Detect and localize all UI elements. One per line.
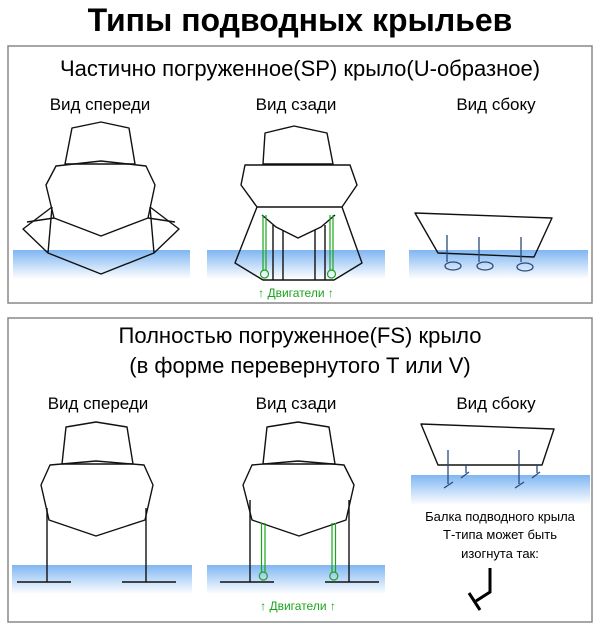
boat-side-view bbox=[420, 423, 555, 489]
panel-title-line-2: (в форме перевернутого T или V) bbox=[129, 353, 470, 378]
engines-label: ↑ Двигатели ↑ bbox=[258, 286, 334, 300]
panel-fs-foil: Полностью погруженное(FS) крыло (в форме… bbox=[7, 317, 593, 623]
label-rear-view: Вид сзади bbox=[256, 394, 337, 413]
label-front-view: Вид спереди bbox=[50, 95, 151, 114]
boat-front-view bbox=[17, 421, 176, 583]
water bbox=[207, 565, 385, 594]
main-title: Типы подводных крыльев bbox=[88, 2, 513, 38]
boat-side-view bbox=[414, 212, 553, 272]
label-front-view: Вид спереди bbox=[48, 394, 149, 413]
panel-title: Частично погруженное(SP) крыло(U-образно… bbox=[60, 56, 540, 81]
panel-sp-foil: Частично погруженное(SP) крыло(U-образно… bbox=[7, 45, 593, 304]
water bbox=[13, 250, 190, 279]
water bbox=[409, 250, 588, 279]
note-line-2: Т-типа может быть bbox=[443, 527, 557, 542]
engine-shafts bbox=[259, 215, 337, 279]
label-side-view: Вид сбоку bbox=[456, 95, 536, 114]
panel-border bbox=[7, 45, 593, 304]
panel-title-line-1: Полностью погруженное(FS) крыло bbox=[119, 323, 482, 348]
boat-rear-view bbox=[220, 421, 379, 583]
note-line-1: Балка подводного крыла bbox=[425, 509, 576, 524]
boat-rear-view bbox=[234, 125, 363, 281]
label-rear-view: Вид сзади bbox=[256, 95, 337, 114]
label-side-view: Вид сбоку bbox=[456, 394, 536, 413]
bent-beam-icon bbox=[467, 568, 492, 611]
panel-border bbox=[7, 317, 593, 623]
water bbox=[12, 565, 192, 594]
boat-front-view bbox=[22, 121, 180, 275]
engine-shafts bbox=[258, 523, 339, 581]
water bbox=[411, 475, 590, 505]
note-line-3: изогнута так: bbox=[461, 546, 539, 561]
engines-label: ↑ Двигатели ↑ bbox=[260, 599, 336, 613]
